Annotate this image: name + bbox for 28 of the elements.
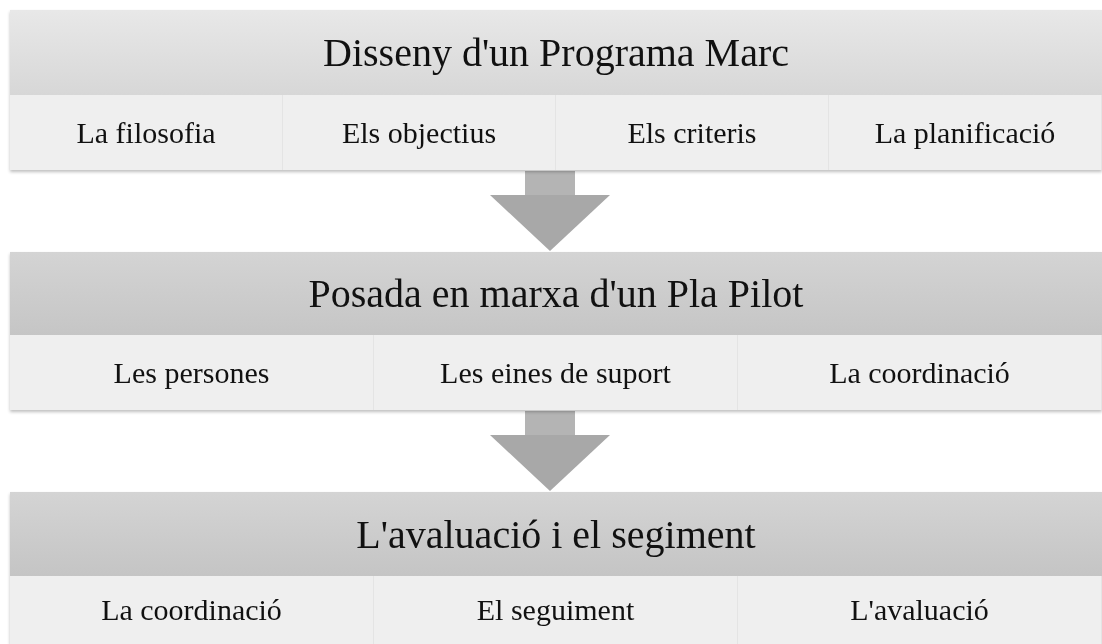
stage-heading: Posada en marxa d'un Pla Pilot: [308, 270, 804, 317]
topic-cell: [738, 335, 1102, 410]
topic-label: Els criteris: [627, 115, 757, 150]
down-arrow: [490, 170, 610, 251]
topic-cell: [10, 576, 374, 644]
topic-cell: [738, 576, 1102, 644]
topic-label: Les persones: [113, 355, 270, 390]
topic-label: La coordinació: [829, 355, 1010, 390]
topic-label: La coordinació: [101, 593, 282, 627]
topic-cell: [10, 95, 283, 170]
stage-heading: L'avaluació i el segiment: [356, 510, 756, 558]
topic-label: La filosofia: [76, 115, 216, 150]
topic-cell: [556, 95, 829, 170]
topic-label: El seguiment: [476, 593, 635, 627]
topic-cell: [374, 576, 738, 644]
topic-cell: [10, 335, 374, 410]
stage-band: [10, 492, 1102, 644]
stage-band: [10, 252, 1102, 410]
stage-heading: Disseny d'un Programa Marc: [323, 29, 789, 76]
topic-label: La planificació: [874, 115, 1056, 150]
topic-cell: [829, 95, 1102, 170]
topic-label: Els objectius: [341, 115, 497, 150]
topic-cell: [283, 95, 556, 170]
stage-band: [10, 10, 1102, 170]
topic-label: Les eines de suport: [440, 355, 671, 390]
down-arrow: [490, 410, 610, 491]
topic-cell: [374, 335, 738, 410]
topic-label: L'avaluació: [850, 593, 989, 627]
